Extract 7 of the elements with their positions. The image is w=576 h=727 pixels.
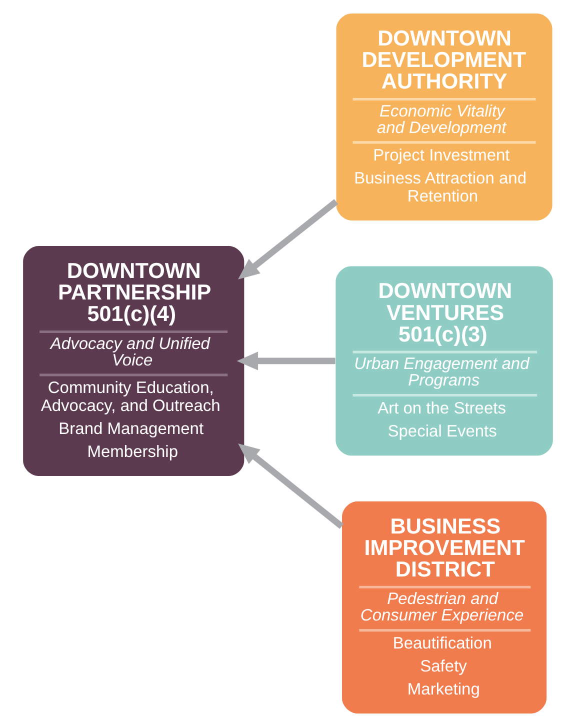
arrow (238, 199, 338, 280)
node-box: DOWNTOWN PARTNERSHIP 501(c)(4) Advocacy and Unified Voice Community Education, Advocacy, and Outreach Brand Management Membership (23, 246, 244, 476)
arrow (236, 352, 336, 370)
arrow (238, 443, 344, 529)
node-box: BUSINESS IMPROVEMENT DISTRICT Pedestrian and Consumer Experience Beautification Safety Marketing (342, 501, 547, 714)
node-box: DOWNTOWN VENTURES 501(c)(3) Urban Engagement and Programs Art on the Streets Special Events (336, 266, 553, 456)
node-box: DOWNTOWN DEVELOPMENT AUTHORITY Economic Vitality and Development Project Investment Business Attraction and Retention (336, 13, 552, 221)
